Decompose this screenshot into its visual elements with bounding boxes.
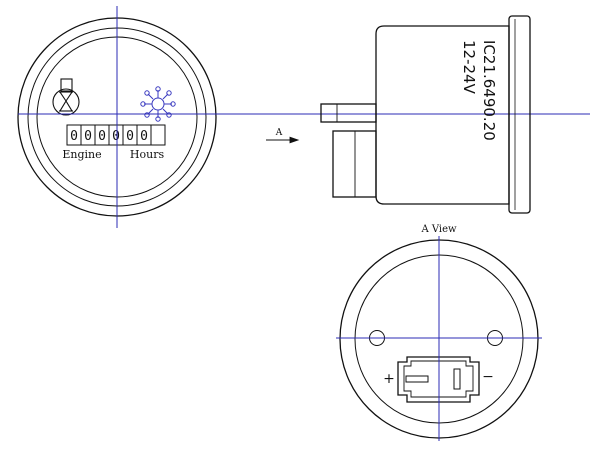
- hour-counter: [66, 124, 166, 146]
- rear-view-title: A View: [420, 224, 457, 235]
- rear-connector-inner: [403, 360, 474, 398]
- counter-digit: 0: [140, 129, 148, 144]
- hourglass-icon: [52, 78, 80, 116]
- counter-digit: 0: [70, 129, 78, 144]
- rear-connector: [397, 356, 480, 403]
- engine-gear-icon: [140, 86, 176, 122]
- view-arrow-label: A: [275, 128, 283, 138]
- minus-terminal-label: −: [482, 369, 494, 385]
- counter-digit: 0: [112, 129, 120, 144]
- side-bezel: [508, 15, 531, 214]
- side-connector: [332, 130, 377, 198]
- part-number: IC21.6490.20: [480, 40, 498, 141]
- view-arrow: [266, 136, 300, 144]
- rear-pin-horizontal: [405, 375, 429, 383]
- hours-label: Hours: [130, 148, 165, 161]
- counter-digits: 0 0 0 0 0 0: [70, 129, 148, 144]
- counter-digit: 0: [84, 129, 92, 144]
- voltage-rating: 12-24V: [460, 40, 478, 95]
- counter-digit: 0: [126, 129, 134, 144]
- plus-terminal-label: +: [383, 371, 395, 387]
- engine-label: Engine: [62, 148, 101, 161]
- side-view: [320, 15, 531, 214]
- counter-digit: 0: [98, 129, 106, 144]
- side-stud: [320, 103, 377, 123]
- rear-pin-vertical: [453, 368, 461, 390]
